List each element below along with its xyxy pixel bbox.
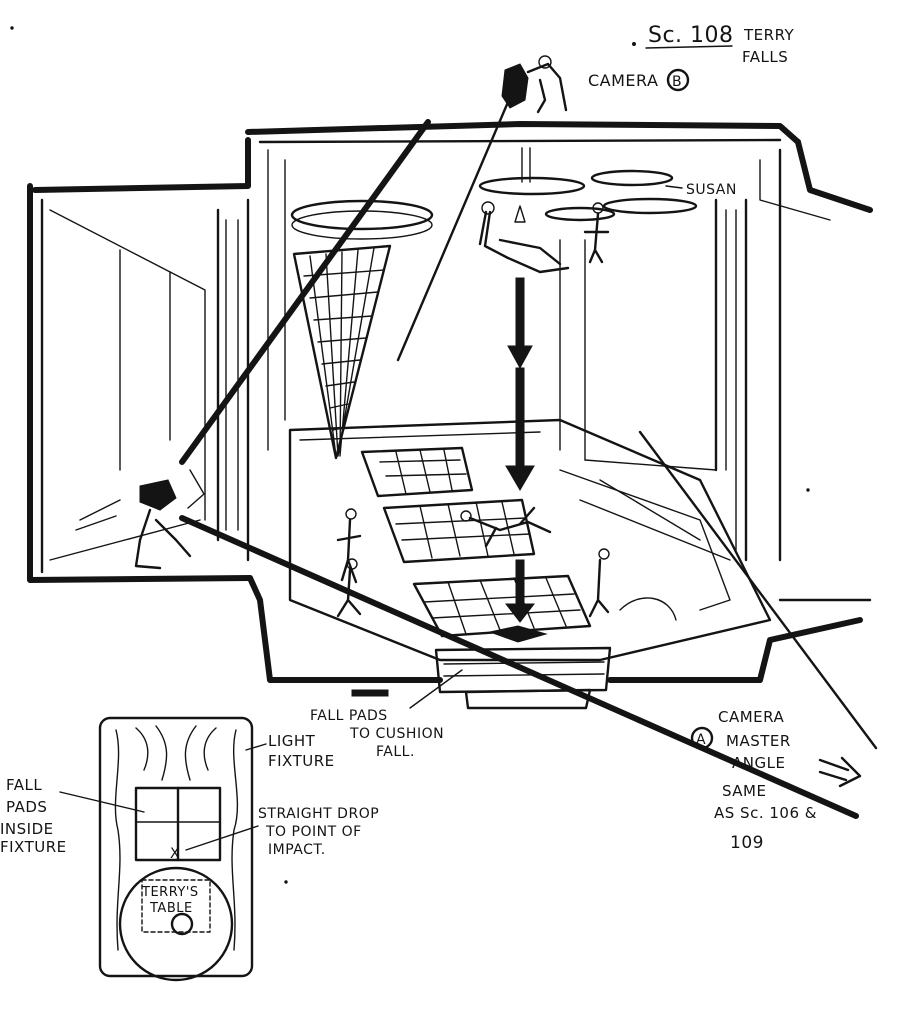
scene-title-line1: TERRY [743, 26, 795, 44]
plan-fall-pads-line3: INSIDE [0, 820, 54, 838]
plan-terrys-table-line1: TERRY'S [141, 885, 199, 900]
camera-b-sight-lines [179, 100, 510, 465]
same-as-line3: 109 [730, 833, 764, 853]
susan-figure [583, 202, 610, 264]
falling-terry-figure [478, 201, 570, 274]
light-fixtures [290, 147, 698, 240]
plan-inset [98, 716, 254, 982]
scene-number-underline [645, 45, 733, 49]
susan-label: SUSAN [686, 182, 737, 198]
plan-fall-pads-line2: PADS [6, 798, 47, 816]
plan-drop-leader [185, 825, 259, 851]
fall-pads-mark [351, 689, 389, 697]
fall-pads-label-line3: FALL. [376, 744, 415, 760]
scene-number: Sc. 108 [648, 23, 734, 48]
net-cone [292, 244, 392, 460]
fall-pads-leader [409, 669, 463, 709]
plan-drop-line2: TO POINT OF [265, 824, 362, 840]
camera-a-letter: A [696, 732, 706, 748]
room-structure [27, 121, 873, 683]
plan-light-fixture-leader [245, 743, 267, 751]
camera-a-line2: MASTER [726, 732, 791, 750]
plan-fall-pads-leader [59, 791, 145, 813]
drop-arrow [488, 277, 548, 643]
camera-b-label: CAMERA [588, 71, 658, 90]
camera-a-rig [75, 469, 205, 570]
camera-a-sight-line [179, 515, 859, 819]
scene-title-line2: FALLS [742, 48, 788, 66]
floor-pads [360, 446, 592, 638]
camera-a-outer-line [638, 430, 878, 750]
plan-drop-line3: IMPACT. [268, 842, 326, 858]
plan-fall-pads-line4: FIXTURE [0, 838, 67, 856]
camera-a-circle [690, 726, 714, 750]
camera-b-circle [666, 68, 690, 92]
fall-pads-label-line2: TO CUSHION [349, 726, 444, 742]
sketch-specks [10, 26, 810, 884]
same-as-line1: SAME [722, 782, 766, 800]
camera-a-line3: ANGLE [732, 754, 785, 772]
same-as-line2: AS Sc. 106 & [714, 804, 817, 822]
camera-b-rig [501, 55, 568, 114]
camera-a-label: CAMERA [718, 708, 784, 726]
stage-floor [288, 418, 772, 710]
plan-fall-pads-line1: FALL [6, 776, 42, 794]
susan-leader [665, 185, 683, 189]
plan-terrys-table-line2: TABLE [149, 901, 193, 916]
camera-a-direction-arrow [818, 756, 862, 788]
floor-figures [336, 506, 677, 621]
fall-pads-label-line1: FALL PADS [310, 708, 388, 724]
plan-light-fixture-line2: FIXTURE [268, 752, 335, 770]
plan-drop-line1: STRAIGHT DROP [258, 806, 379, 822]
camera-b-letter: B [672, 74, 682, 90]
plan-light-fixture-line1: LIGHT [268, 732, 316, 750]
plan-impact-mark: X [170, 846, 180, 862]
